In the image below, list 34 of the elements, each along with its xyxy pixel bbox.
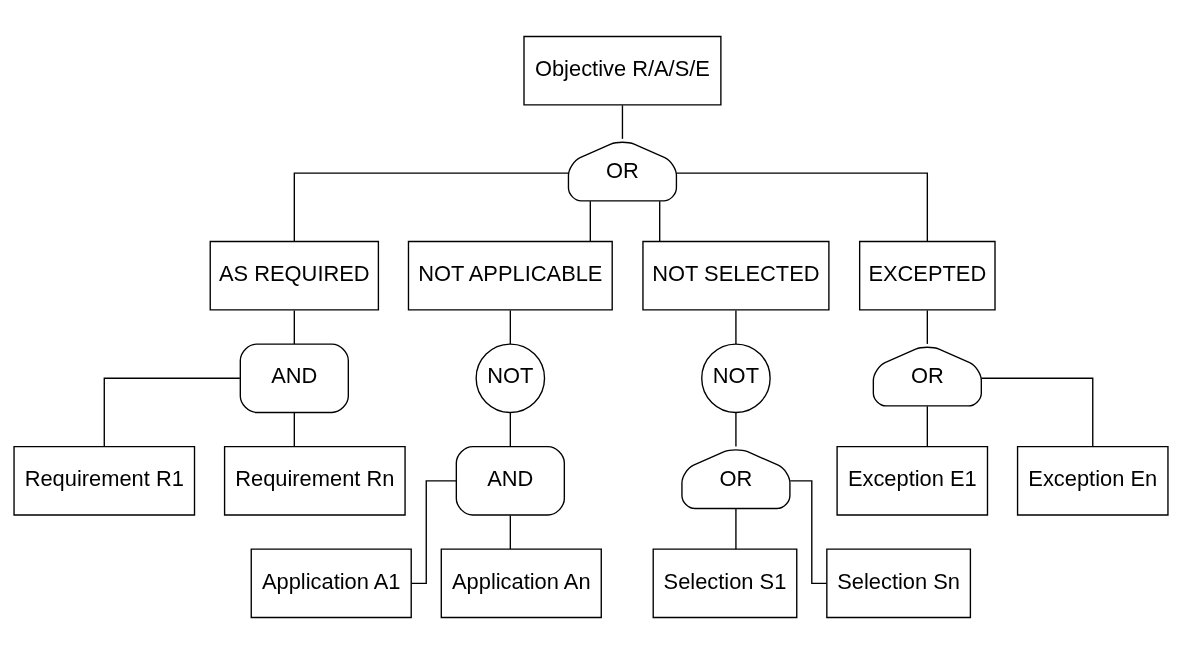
node-box: NOT SELECTED xyxy=(642,240,830,311)
connector xyxy=(589,200,591,242)
connector xyxy=(926,309,928,345)
connector xyxy=(509,514,511,550)
node-circle: NOT xyxy=(701,342,771,413)
connector xyxy=(509,309,511,345)
connector xyxy=(675,172,928,242)
connector xyxy=(735,309,737,345)
node-box: AS REQUIRED xyxy=(209,240,380,311)
node-box: Requirement R1 xyxy=(13,445,196,516)
connector xyxy=(103,377,241,447)
node-box: Requirement Rn xyxy=(223,445,406,516)
connector xyxy=(980,377,1094,447)
node-box: Application A1 xyxy=(250,548,412,618)
node-box: NOT APPLICABLE xyxy=(407,240,613,311)
node-box: Exception E1 xyxy=(836,445,989,516)
connector xyxy=(293,172,569,242)
node-box: EXCEPTED xyxy=(858,240,996,311)
node-box: AND xyxy=(455,445,566,516)
connector xyxy=(509,411,511,447)
node-box: Selection S1 xyxy=(652,548,798,618)
node-box: Selection Sn xyxy=(826,548,972,618)
connector xyxy=(621,104,624,140)
connector xyxy=(926,405,928,447)
connector xyxy=(735,411,737,447)
node-box: AND xyxy=(239,342,349,413)
connector xyxy=(293,411,295,447)
connector xyxy=(735,507,737,550)
node-box: Exception En xyxy=(1016,445,1169,516)
connector xyxy=(659,200,661,242)
node-box: Objective R/A/S/E xyxy=(523,35,722,105)
connector xyxy=(293,309,295,345)
node-box: Application An xyxy=(440,548,602,618)
node-circle: NOT xyxy=(475,342,546,413)
